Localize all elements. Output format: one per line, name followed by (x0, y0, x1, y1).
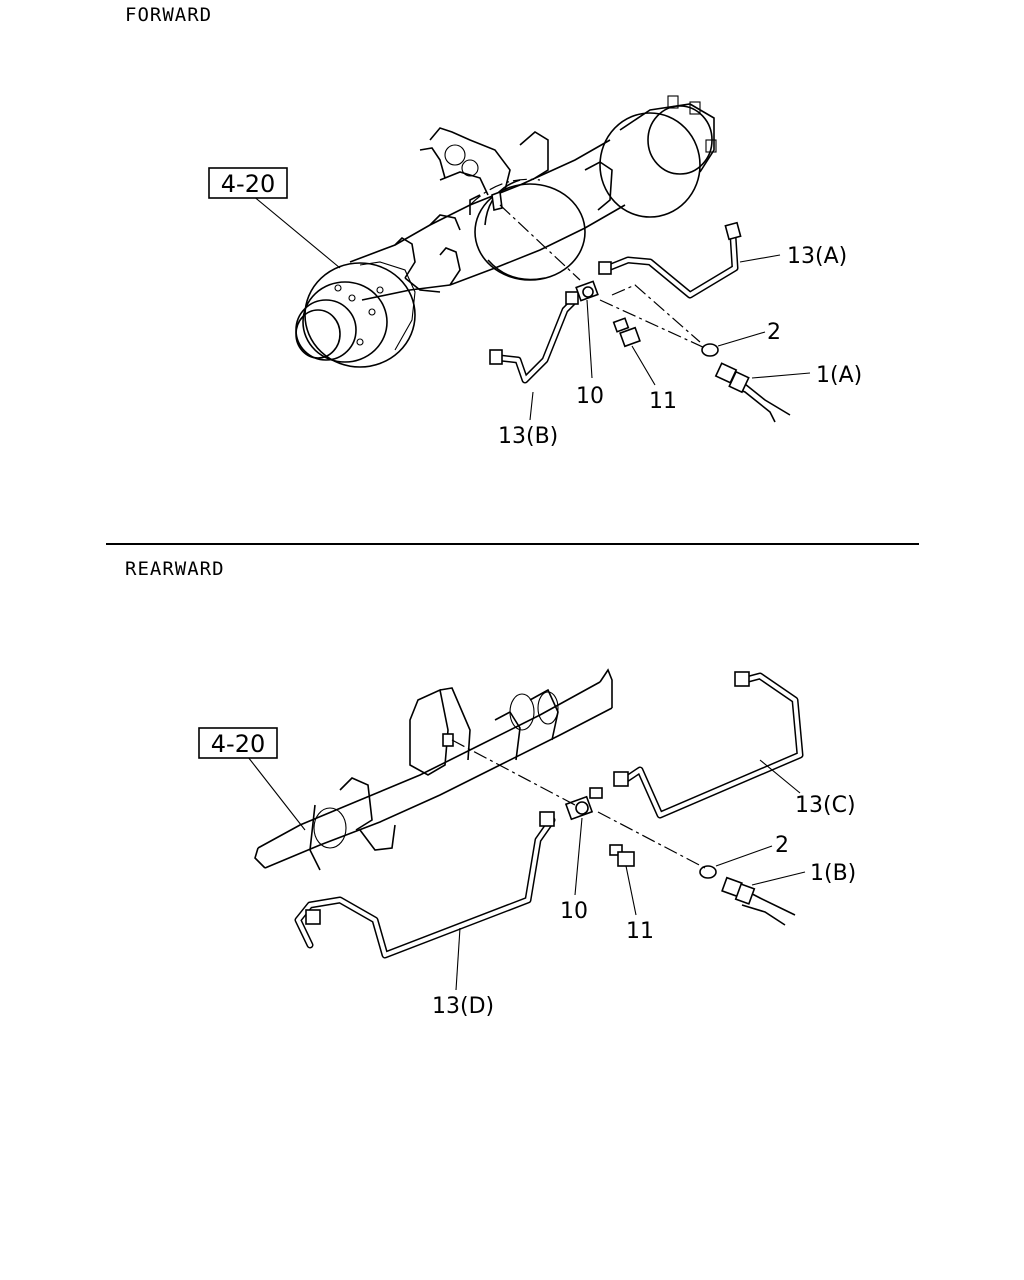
rearward-leaders (247, 756, 806, 991)
forward-axle-drawing (295, 95, 717, 368)
rearward-section-title: REARWARD (125, 558, 225, 580)
rearward-ref-box (198, 727, 278, 759)
rearward-label-13d: 13(D) (432, 994, 494, 1019)
section-divider (106, 543, 919, 545)
forward-label-1a: 1(A) (816, 363, 862, 388)
rearward-label-1b: 1(B) (810, 861, 856, 886)
forward-label-13b: 13(B) (498, 424, 558, 449)
rearward-label-2: 2 (775, 833, 789, 858)
forward-label-2: 2 (767, 320, 781, 345)
forward-brake-pipes (489, 204, 791, 423)
forward-label-13a: 13(A) (787, 244, 847, 269)
rearward-label-13c: 13(C) (795, 793, 856, 818)
forward-label-11: 11 (649, 389, 677, 414)
forward-section-title: FORWARD (125, 4, 213, 26)
forward-leaders (251, 194, 811, 421)
forward-ref-box-label: 4-20 (221, 170, 275, 198)
rearward-label-10: 10 (560, 899, 588, 924)
forward-ref-box (208, 167, 288, 199)
rearward-brake-pipes (294, 671, 804, 959)
rearward-axle-drawing (254, 668, 613, 871)
rearward-box-ref: 4-20 (198, 727, 278, 759)
rearward-label-11: 11 (626, 919, 654, 944)
forward-box-ref: 4-20 (208, 167, 288, 199)
rearward-ref-box-label: 4-20 (211, 730, 265, 758)
forward-label-10: 10 (576, 384, 604, 409)
